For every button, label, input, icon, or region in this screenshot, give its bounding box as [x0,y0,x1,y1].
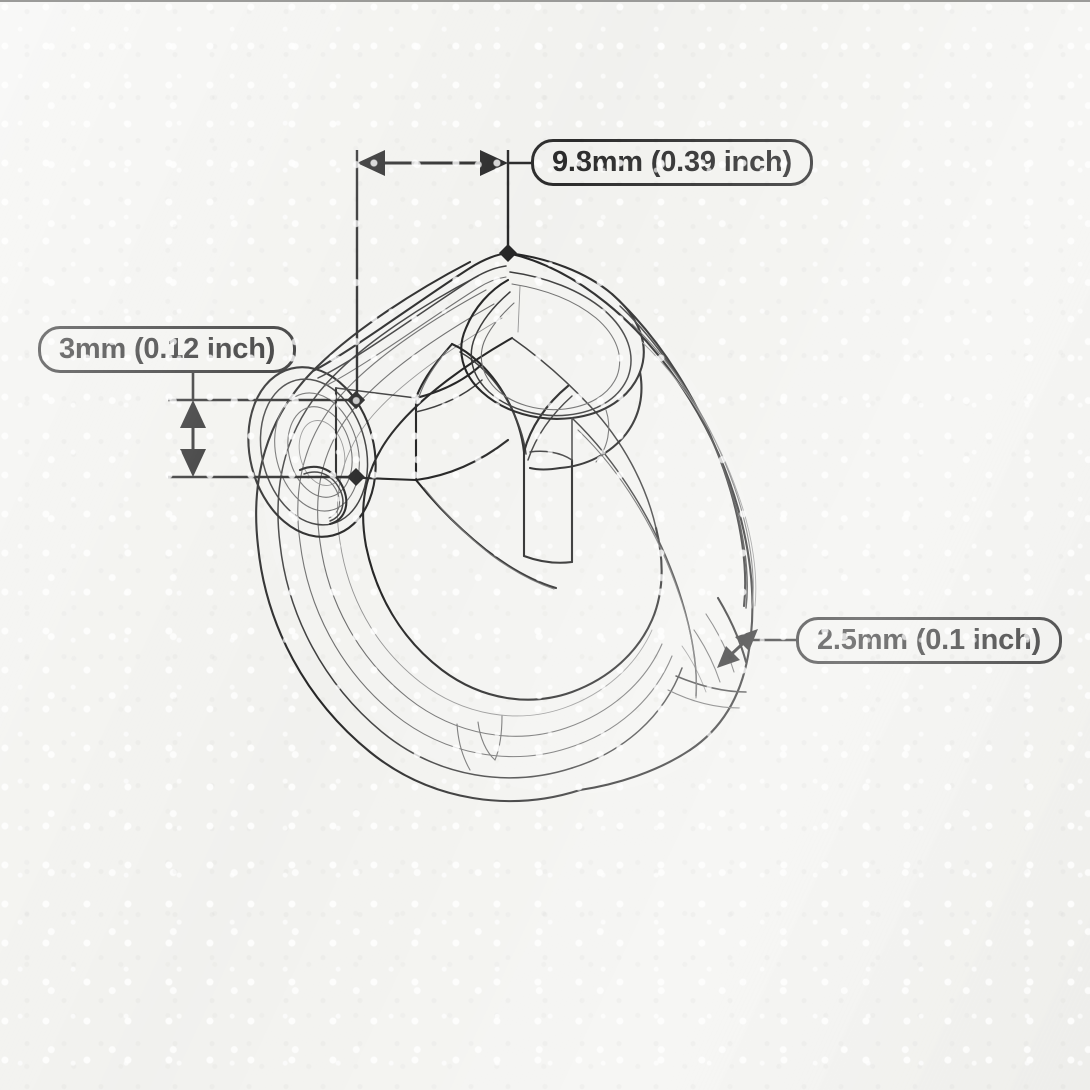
width-arrow-right [480,150,508,176]
width-arrow-left [357,150,385,176]
callout-thickness[interactable]: 2.5mm (0.1 inch) [796,617,1063,664]
height-arrow-top [180,400,206,428]
top-edge-rule [0,0,1090,2]
callout-height[interactable]: 3mm (0.12 inch) [38,326,297,373]
height-arrow-bottom [180,449,206,477]
ring-object [247,251,759,803]
callout-width[interactable]: 9.8mm (0.39 inch) [531,139,813,186]
